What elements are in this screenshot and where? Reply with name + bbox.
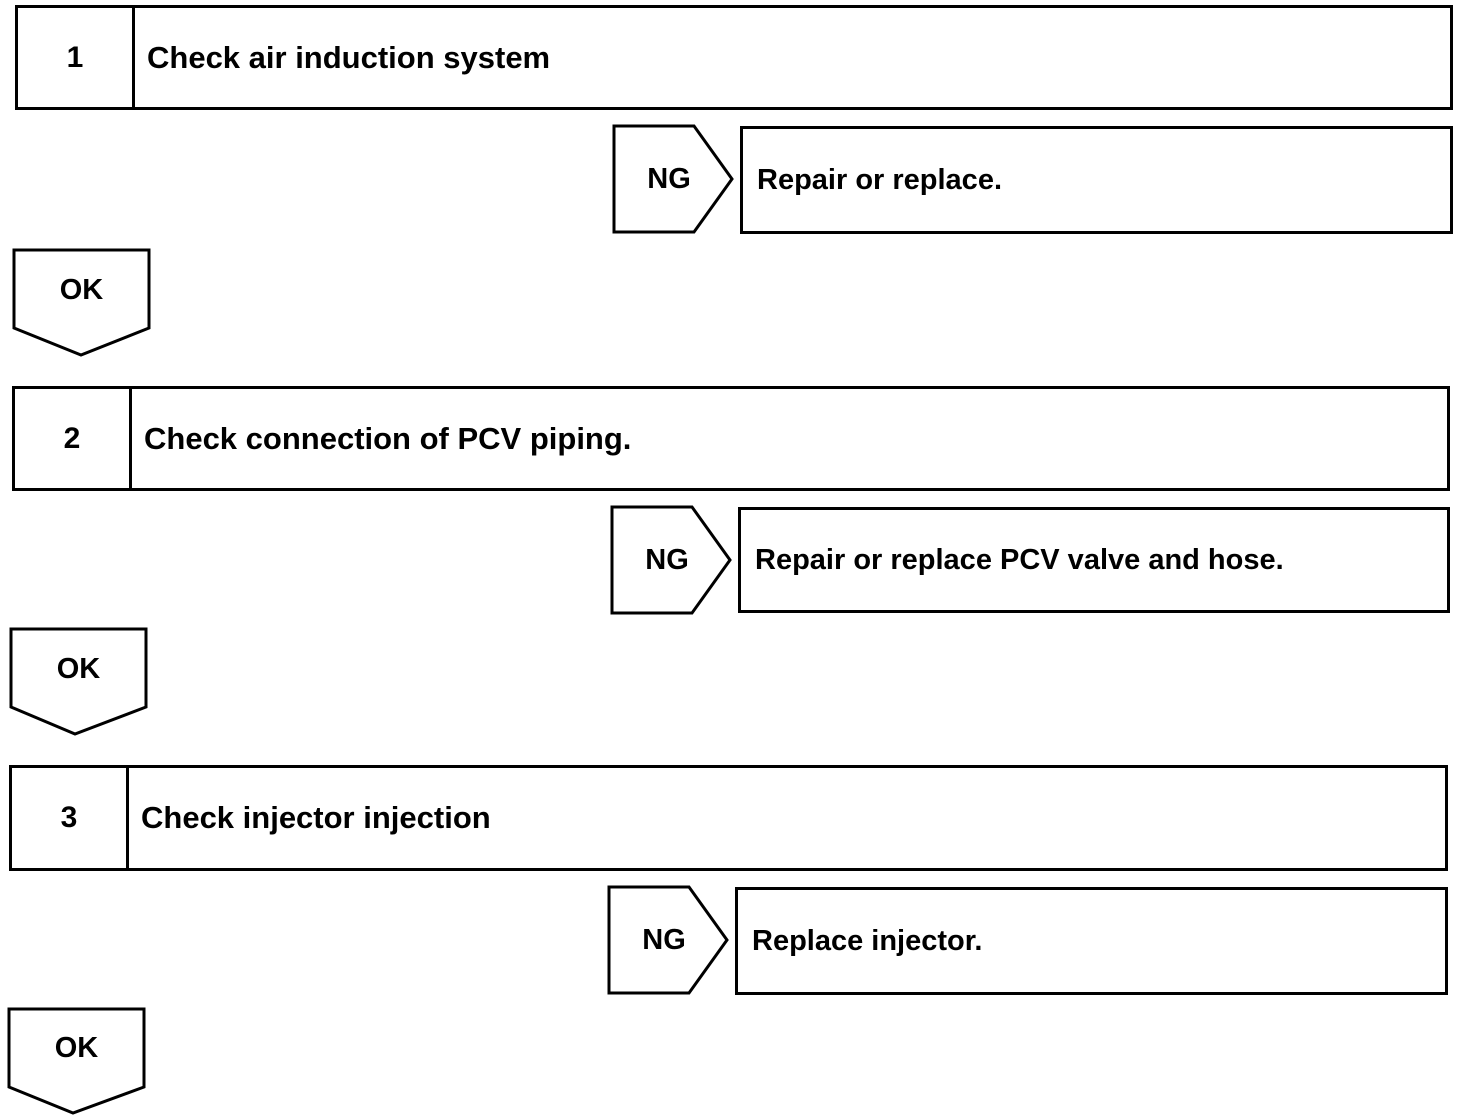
step-title: Check connection of PCV piping. — [144, 420, 632, 456]
step-box-1: 1 Check air induction system — [15, 5, 1453, 110]
ng-label: NG — [647, 162, 691, 195]
step-number: 1 — [18, 8, 135, 107]
ng-action-box-3: Replace injector. — [735, 887, 1448, 995]
ng-action-box-2: Repair or replace PCV valve and hose. — [738, 507, 1450, 613]
step-title: Check injector injection — [141, 800, 491, 835]
step-box-3: 3 Check injector injection — [9, 765, 1448, 871]
step-title: Check air induction system — [147, 39, 551, 75]
ng-label: NG — [642, 923, 686, 956]
ng-label: NG — [645, 543, 689, 576]
ok-label: OK — [59, 273, 104, 306]
step-box-2: 2 Check connection of PCV piping. — [12, 386, 1450, 491]
ok-label: OK — [56, 652, 101, 685]
ok-label: OK — [54, 1031, 99, 1064]
ng-arrow-3 — [607, 885, 729, 995]
ng-arrow-1 — [612, 124, 734, 234]
step-number: 2 — [15, 389, 132, 488]
ng-arrow-2 — [610, 505, 732, 615]
ok-arrow-2 — [9, 627, 148, 736]
ok-arrow-1 — [12, 248, 151, 357]
ok-arrow-3 — [7, 1007, 146, 1115]
ng-action-box-1: Repair or replace. — [740, 126, 1453, 234]
step-number: 3 — [12, 768, 129, 868]
